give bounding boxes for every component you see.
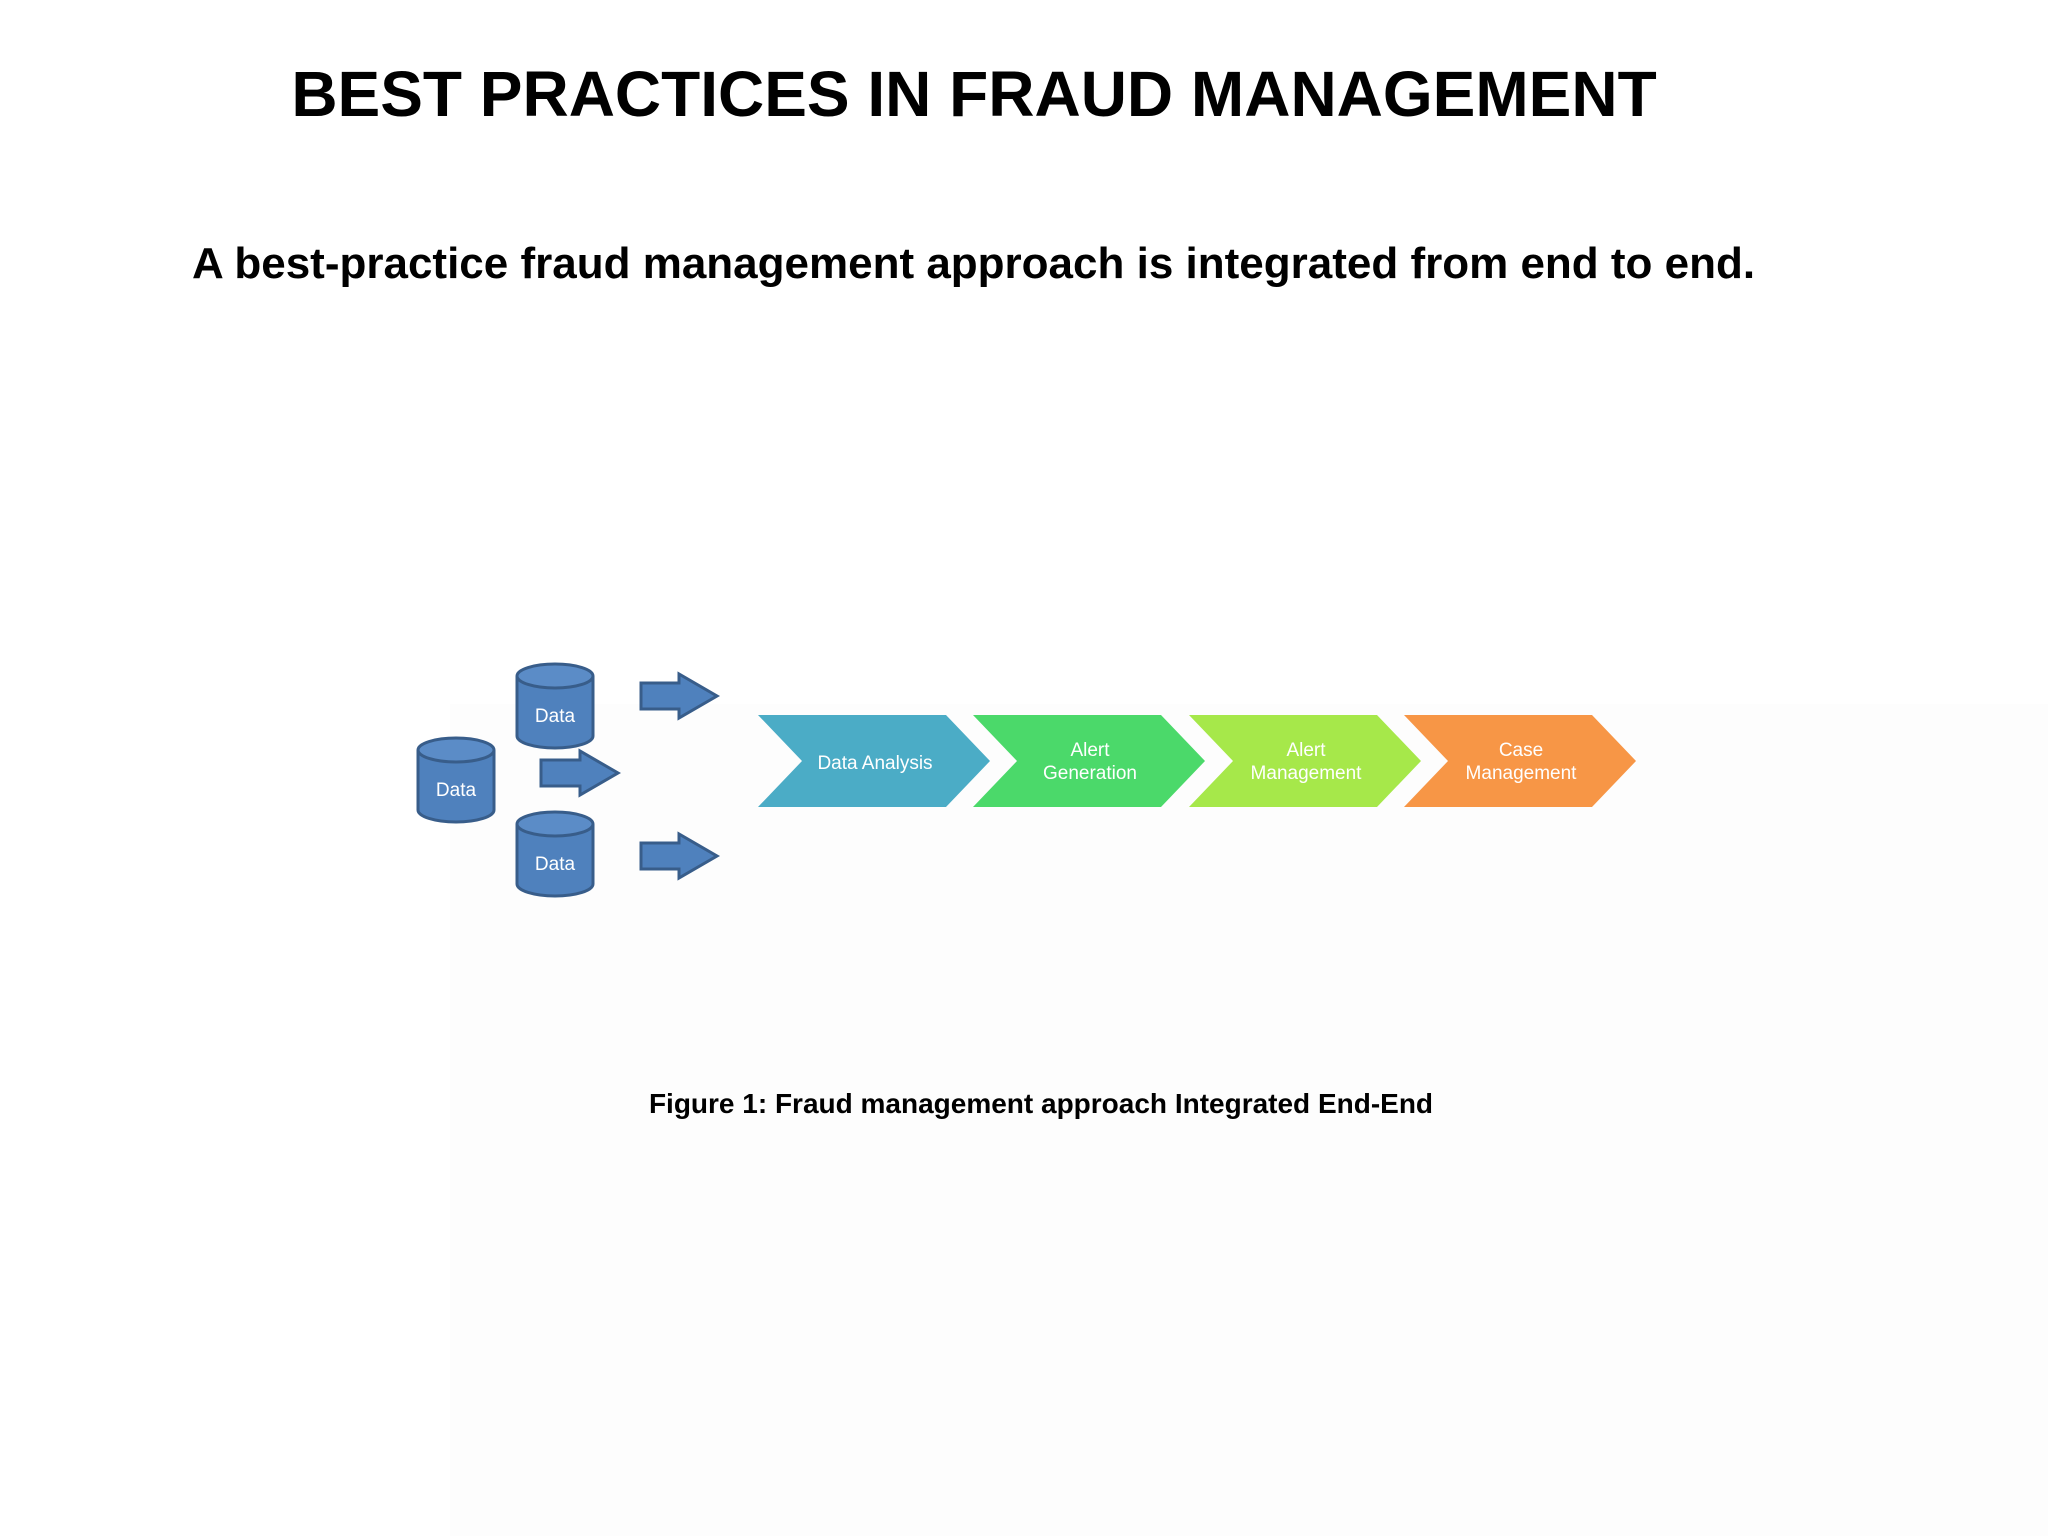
process-step-alert-generation-line2: Generation bbox=[1043, 763, 1137, 784]
data-source-middle: Data bbox=[416, 736, 496, 824]
process-step-case-management: Case Management bbox=[1404, 715, 1636, 807]
data-source-top: Data bbox=[515, 662, 595, 750]
flow-arrow-middle bbox=[539, 748, 621, 798]
flow-arrow-top bbox=[639, 671, 720, 721]
process-step-alert-generation: Alert Generation bbox=[973, 715, 1205, 807]
slide-title: BEST PRACTICES IN FRAUD MANAGEMENT bbox=[291, 58, 1657, 130]
process-step-alert-generation-line1: Alert bbox=[1070, 740, 1110, 761]
slide-subtitle: A best-practice fraud management approac… bbox=[192, 239, 1756, 288]
process-step-case-management-line1: Case bbox=[1499, 740, 1543, 761]
process-step-data-analysis-line1: Data Analysis bbox=[817, 753, 932, 774]
process-step-alert-management: Alert Management bbox=[1189, 715, 1421, 807]
process-step-case-management-line2: Management bbox=[1466, 763, 1578, 784]
process-step-alert-management-line1: Alert bbox=[1286, 740, 1326, 761]
data-source-bottom: Data bbox=[515, 810, 595, 898]
figure-caption: Figure 1: Fraud management approach Inte… bbox=[648, 1088, 1434, 1119]
fraud-process-diagram: Data Data Data Data Analysis Alert Gener… bbox=[416, 662, 1636, 898]
flow-arrow-bottom bbox=[639, 831, 720, 881]
figure-background bbox=[450, 704, 2048, 1536]
process-step-alert-management-line2: Management bbox=[1251, 763, 1363, 784]
data-source-bottom-label: Data bbox=[535, 854, 576, 875]
data-source-top-label: Data bbox=[535, 706, 576, 727]
process-step-data-analysis: Data Analysis bbox=[758, 715, 990, 807]
data-source-middle-label: Data bbox=[436, 780, 477, 801]
